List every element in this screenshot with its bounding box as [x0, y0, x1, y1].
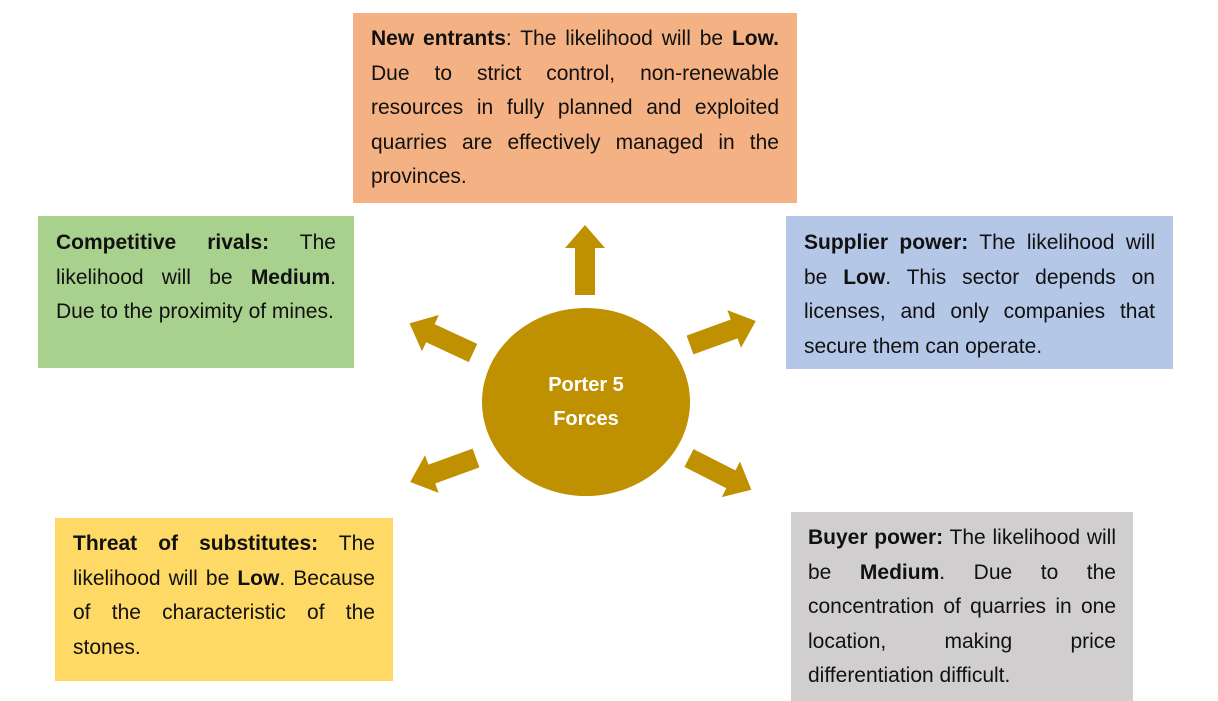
competitive-rivals-box: Competitive rivals: The likelihood will …	[38, 216, 354, 368]
new-entrants-text: Due to strict control, non-renewable res…	[371, 61, 779, 189]
arrow-downleft-substitutes	[410, 448, 480, 493]
new-entrants-box: New entrants: The likelihood will be Low…	[353, 13, 797, 203]
supplier-power-title: Supplier power:	[804, 231, 969, 254]
substitutes-title: Threat of substitutes:	[73, 532, 319, 555]
buyer-power-pre: The likelihood will be	[808, 526, 1116, 584]
new-entrants-title: New entrants	[371, 27, 506, 50]
arrow-up-new-entrants	[565, 225, 605, 295]
competitive-rivals-title: Competitive rivals:	[56, 231, 270, 254]
new-entrants-level: Low.	[731, 27, 779, 50]
substitutes-pre: The likelihood will be	[73, 532, 375, 590]
new-entrants-pre: The likelihood will be	[520, 27, 732, 50]
competitive-rivals-level: Medium	[250, 265, 331, 289]
buyer-power-box: Buyer power: The likelihood will be Medi…	[791, 512, 1133, 701]
new-entrants-sep: :	[505, 27, 521, 50]
supplier-power-text: . This sector depends on licenses, and o…	[804, 265, 1155, 358]
buyer-power-title: Buyer power:	[808, 526, 944, 549]
arrow-upleft-competitive-rivals	[409, 315, 478, 363]
competitive-rivals-text: . Due to the proximity of mines.	[56, 265, 336, 324]
substitutes-text: . Because of the characteristic of the s…	[73, 566, 375, 659]
supplier-power-level: Low	[843, 265, 886, 289]
hub-label: Porter 5 Forces	[548, 374, 624, 430]
buyer-power-level: Medium	[859, 560, 940, 584]
arrow-upright-supplier-power	[686, 310, 756, 355]
substitutes-level: Low	[237, 566, 280, 590]
buyer-power-text: . Due to the concentration of quarries i…	[808, 560, 1116, 688]
threat-of-substitutes-box: Threat of substitutes: The likelihood wi…	[55, 518, 393, 681]
supplier-power-box: Supplier power: The likelihood will be L…	[786, 216, 1173, 369]
supplier-power-pre: The likelihood will be	[804, 231, 1155, 289]
arrow-downright-buyer-power	[684, 449, 752, 498]
competitive-rivals-pre: The likelihood will be	[56, 231, 336, 289]
porter-hub-circle: Porter 5 Forces	[482, 308, 690, 496]
